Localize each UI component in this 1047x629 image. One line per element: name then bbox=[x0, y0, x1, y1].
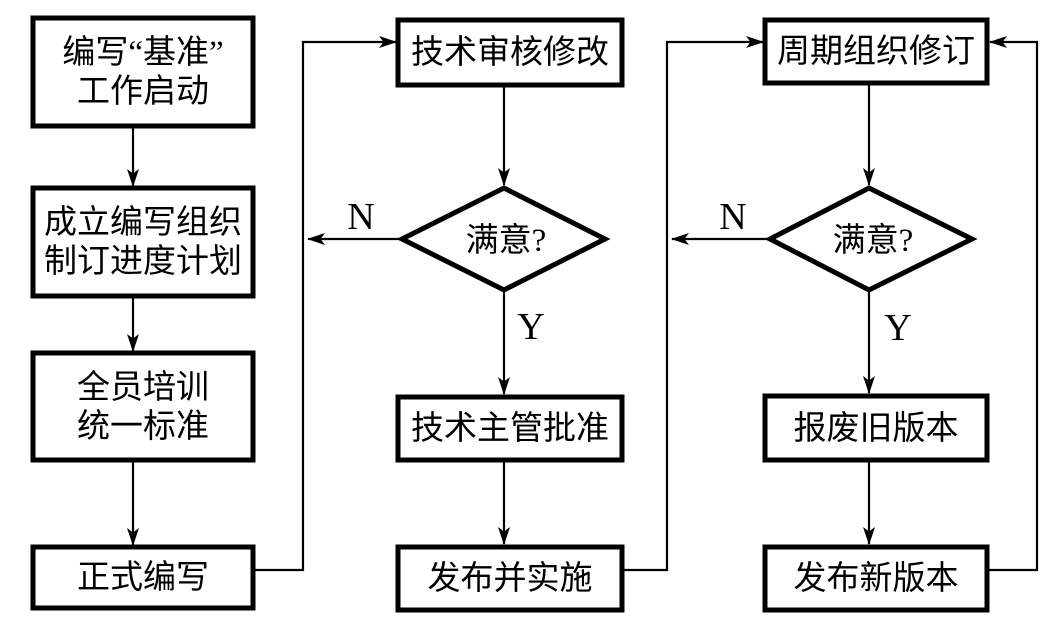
process-box-scrap-old bbox=[762, 393, 990, 463]
process-box-approval bbox=[395, 394, 625, 463]
process-label-setup-line1: 成立编写组织 bbox=[44, 204, 242, 241]
process-label-review: 技术审核修改 bbox=[411, 34, 609, 71]
process-label-publish: 发布并实施 bbox=[428, 560, 593, 597]
process-label-start-line2: 工作启动 bbox=[77, 73, 209, 110]
branch-label-review-no: N bbox=[347, 196, 374, 238]
process-label-training-line1: 全员培训 bbox=[77, 369, 209, 406]
process-box-writing bbox=[30, 544, 256, 611]
process-label-approval: 技术主管批准 bbox=[411, 410, 609, 447]
process-label-setup-line2: 制订进度计划 bbox=[44, 243, 242, 280]
process-label-scrap-old: 报废旧版本 bbox=[794, 410, 959, 447]
process-label-training-line2: 统一标准 bbox=[77, 408, 209, 445]
arrow-publish-to-revision bbox=[622, 36, 764, 572]
branch-label-review-yes: Y bbox=[517, 306, 544, 348]
branch-label-revision-no: N bbox=[719, 196, 746, 238]
arrow-newversion-to-revision bbox=[987, 36, 1039, 572]
process-box-training bbox=[30, 350, 256, 463]
process-box-publish bbox=[395, 544, 625, 613]
decision-label-review: 满意? bbox=[466, 222, 547, 259]
decision-diamond-revision bbox=[764, 185, 978, 293]
decision-label-revision: 满意? bbox=[833, 222, 914, 259]
process-box-review bbox=[395, 17, 625, 88]
process-box-publish-new bbox=[762, 544, 990, 613]
process-label-revision: 周期组织修订 bbox=[777, 33, 975, 70]
process-label-start-line1: 编写“基准” bbox=[62, 34, 223, 71]
process-box-revision bbox=[762, 17, 990, 86]
arrow-writing-to-review bbox=[253, 36, 397, 572]
process-box-setup bbox=[30, 185, 256, 299]
decision-diamond-review bbox=[396, 185, 611, 293]
process-box-start bbox=[30, 15, 256, 129]
process-label-writing: 正式编写 bbox=[77, 559, 209, 596]
process-label-publish-new: 发布新版本 bbox=[794, 560, 959, 597]
branch-label-revision-yes: Y bbox=[884, 307, 911, 349]
